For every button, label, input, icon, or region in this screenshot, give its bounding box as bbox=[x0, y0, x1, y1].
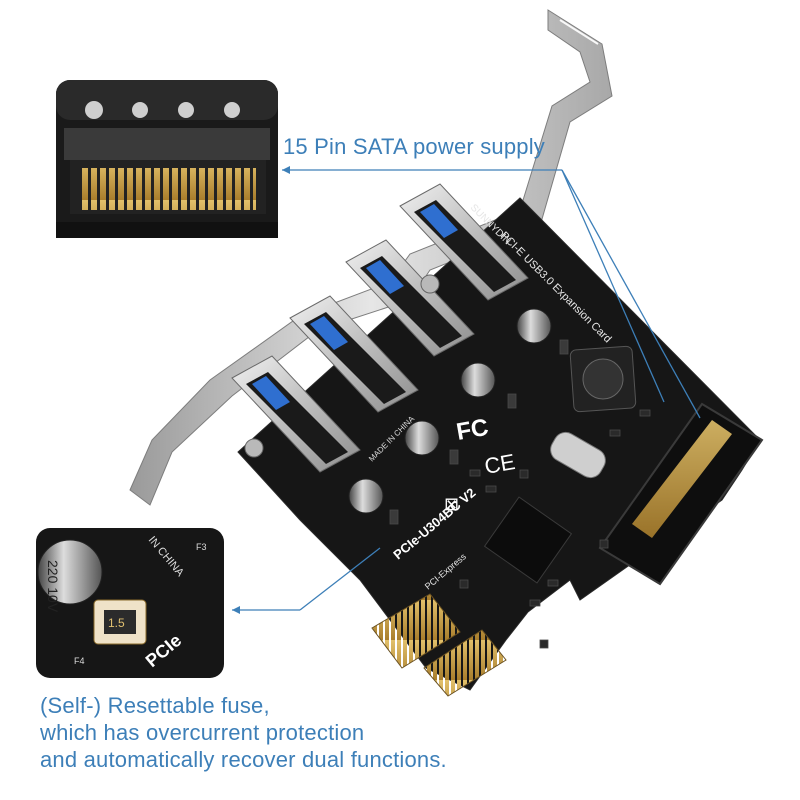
usb-port-1 bbox=[231, 355, 361, 473]
sata-zoom-inset bbox=[56, 80, 278, 238]
capacitors bbox=[348, 308, 552, 514]
callout-lines bbox=[232, 169, 701, 611]
sata-connector bbox=[598, 402, 764, 586]
bracket-screw-icon bbox=[244, 438, 264, 458]
fuse-callout-caption: (Self-) Resettable fuse, which has overc… bbox=[40, 692, 447, 773]
smd-components bbox=[389, 339, 651, 649]
fuse-caption-line-3: and automatically recover dual functions… bbox=[40, 747, 447, 772]
fuse-ref-f3: F3 bbox=[196, 542, 207, 552]
crystal-oscillator bbox=[550, 431, 606, 479]
ce-logo: CE bbox=[483, 449, 517, 479]
callout-arrow-icon bbox=[282, 166, 290, 174]
usb-port-3 bbox=[345, 239, 475, 357]
fuse-value-label: 1.5 bbox=[108, 616, 125, 630]
usb-port-2 bbox=[289, 295, 419, 413]
fcc-logo: FC bbox=[454, 414, 490, 446]
fuse-caption-line-2: which has overcurrent protection bbox=[40, 720, 365, 745]
sata-callout-caption: 15 Pin SATA power supply bbox=[283, 134, 546, 159]
callout-arrow-icon bbox=[232, 606, 240, 614]
weee-bin-icon: ⊠ bbox=[444, 494, 459, 515]
zoom-cap-label: 220 10V bbox=[45, 560, 61, 613]
fuse-caption-line-1: (Self-) Resettable fuse, bbox=[40, 693, 270, 718]
pcie-gold-fingers bbox=[371, 593, 507, 697]
usb-controller-chip bbox=[483, 496, 573, 584]
bracket-screw-icon bbox=[420, 274, 440, 294]
usb-port-4 bbox=[399, 183, 529, 301]
fuse-zoom-inset: 220 10V 1.5 F4 F3 IN CHINA PCIe bbox=[36, 528, 224, 678]
fuse-ref-label: F4 bbox=[74, 656, 85, 666]
